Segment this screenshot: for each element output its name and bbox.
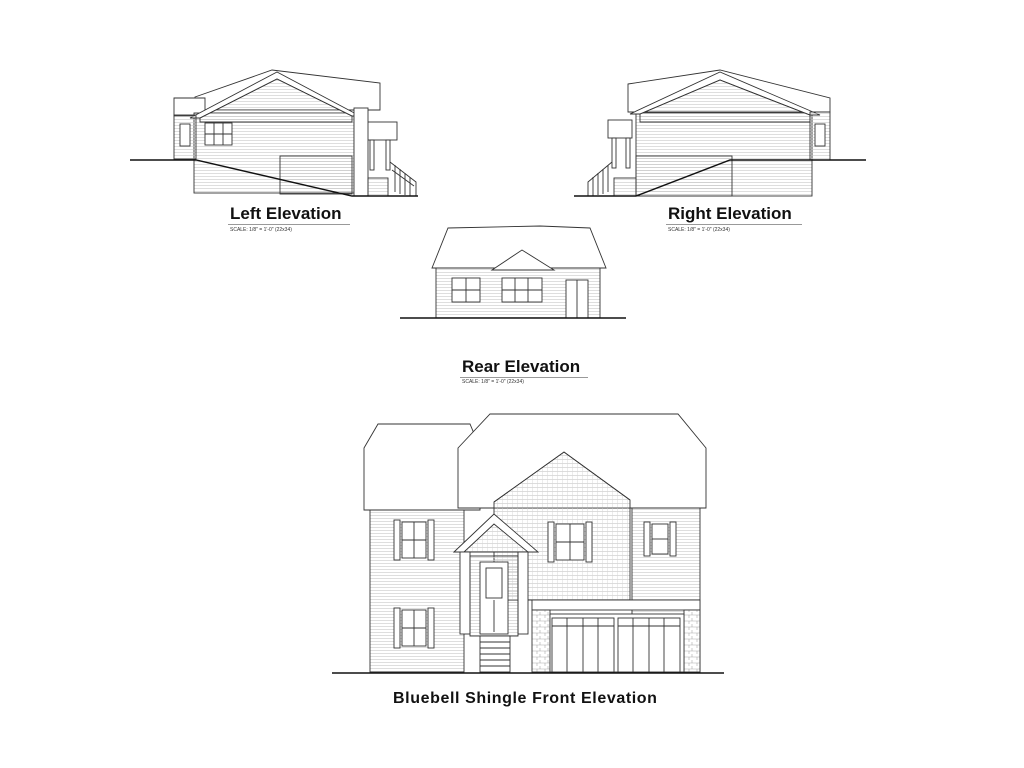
right-elevation-scale: SCALE: 1/8" = 1'-0" (22x34) bbox=[668, 227, 730, 233]
front-elevation-title: Bluebell Shingle Front Elevation bbox=[393, 690, 658, 707]
front-elevation-drawing bbox=[332, 413, 724, 674]
left-elevation-scale: SCALE: 1/8" = 1'-0" (22x34) bbox=[230, 227, 292, 233]
left-elevation-rule bbox=[228, 224, 350, 225]
left-elevation-drawing bbox=[130, 69, 418, 197]
left-elevation-title: Left Elevation bbox=[230, 204, 342, 223]
rear-elevation-title: Rear Elevation bbox=[462, 357, 581, 376]
rear-elevation-drawing bbox=[400, 225, 626, 319]
right-elevation-drawing bbox=[574, 69, 866, 197]
right-elevation-rule bbox=[666, 224, 802, 225]
rear-elevation-rule bbox=[460, 377, 588, 378]
right-elevation-title: Right Elevation bbox=[668, 204, 792, 223]
rear-elevation-scale: SCALE: 1/8" = 1'-0" (22x34) bbox=[462, 379, 524, 385]
